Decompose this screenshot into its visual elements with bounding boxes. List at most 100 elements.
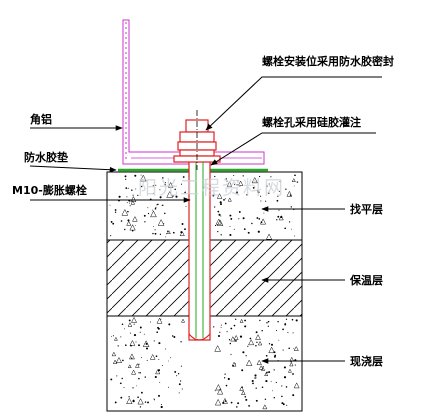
concrete-speck: [137, 396, 139, 399]
concrete-speck: [256, 359, 262, 365]
concrete-speck: [224, 198, 226, 200]
concrete-speck: [145, 342, 148, 345]
concrete-speck: [277, 215, 280, 218]
concrete-speck: [109, 204, 111, 206]
concrete-speck: [286, 190, 293, 197]
concrete-speck: [160, 405, 163, 409]
concrete-speck: [268, 371, 271, 374]
label-sealant-bolt-position: 螺栓安装位采用防水胶密封: [262, 54, 394, 68]
concrete-speck: [129, 339, 136, 346]
concrete-speck: [260, 366, 266, 371]
concrete-speck: [291, 177, 296, 182]
concrete-speck: [223, 199, 225, 201]
concrete-speck: [213, 326, 215, 328]
concrete-speck: [117, 345, 119, 347]
concrete-speck: [288, 221, 291, 223]
concrete-speck: [292, 332, 294, 334]
concrete-speck: [277, 320, 279, 323]
concrete-speck: [112, 222, 115, 225]
label-bolt-hole-silicone: 螺栓孔采用硅胶灌注: [262, 115, 361, 129]
concrete-speck: [255, 334, 261, 340]
concrete-speck: [110, 235, 112, 237]
concrete-speck: [174, 188, 176, 191]
concrete-speck: [275, 329, 278, 332]
concrete-speck: [139, 326, 142, 329]
concrete-speck: [241, 369, 244, 372]
concrete-speck: [138, 344, 140, 347]
concrete-speck: [251, 222, 253, 225]
concrete-speck: [273, 396, 276, 399]
concrete-speck: [215, 383, 222, 391]
concrete-speck: [157, 369, 161, 372]
concrete-speck: [295, 319, 298, 322]
concrete-speck: [292, 394, 295, 397]
concrete-speck: [114, 401, 117, 404]
concrete-speck: [217, 388, 224, 395]
concrete-speck: [257, 340, 263, 346]
concrete-speck: [152, 226, 154, 227]
concrete-speck: [229, 225, 231, 227]
concrete-speck: [134, 174, 137, 177]
concrete-speck: [278, 215, 284, 221]
concrete-speck: [276, 219, 278, 221]
concrete-speck: [294, 174, 296, 177]
concrete-speck: [251, 176, 258, 184]
concrete-speck: [230, 217, 233, 220]
concrete-speck: [127, 210, 129, 213]
concrete-speck: [129, 202, 130, 204]
concrete-speck: [112, 335, 114, 337]
concrete-speck: [255, 331, 258, 334]
concrete-speck: [239, 386, 244, 391]
concrete-speck: [226, 180, 228, 182]
concrete-speck: [265, 200, 267, 202]
concrete-speck: [131, 189, 133, 191]
concrete-speck: [284, 322, 286, 325]
concrete-speck: [294, 235, 296, 237]
concrete-speck: [223, 377, 226, 379]
concrete-speck: [241, 390, 246, 395]
concrete-speck: [131, 316, 138, 323]
concrete-speck: [242, 217, 245, 220]
concrete-speck: [139, 331, 141, 333]
concrete-speck: [115, 356, 123, 364]
concrete-speck: [265, 354, 268, 357]
concrete-speck: [114, 211, 117, 213]
concrete-speck: [289, 361, 294, 367]
concrete-speck: [287, 331, 289, 333]
concrete-speck: [248, 339, 255, 346]
concrete-speck: [237, 180, 244, 186]
concrete-speck: [266, 185, 268, 187]
concrete-speck: [227, 197, 232, 202]
concrete-speck: [216, 193, 223, 199]
concrete-speck: [181, 388, 183, 390]
concrete-speck: [282, 403, 285, 406]
concrete-speck: [158, 342, 161, 345]
concrete-speck: [132, 387, 134, 389]
concrete-speck: [273, 369, 275, 371]
concrete-speck: [141, 391, 143, 394]
concrete-speck: [276, 199, 279, 202]
concrete-speck: [258, 365, 264, 370]
concrete-speck: [278, 209, 280, 211]
concrete-speck: [157, 203, 159, 206]
concrete-speck: [161, 204, 163, 206]
leader-lines: [29, 76, 382, 364]
concrete-speck: [132, 399, 135, 402]
concrete-speck: [220, 215, 222, 217]
concrete-speck: [111, 351, 117, 357]
concrete-speck: [124, 344, 127, 347]
concrete-speck: [163, 222, 165, 224]
concrete-speck: [257, 191, 260, 194]
label-expansion-bolt: M10-膨胀螺栓: [12, 183, 87, 197]
concrete-speck: [232, 364, 235, 367]
concrete-speck: [182, 176, 185, 178]
concrete-speck: [162, 204, 164, 206]
concrete-speck: [126, 220, 132, 226]
concrete-speck: [138, 363, 140, 366]
concrete-speck: [284, 227, 287, 230]
concrete-speck: [233, 324, 236, 327]
concrete-speck: [281, 395, 283, 398]
concrete-speck: [144, 376, 146, 378]
concrete-speck: [226, 181, 233, 187]
concrete-speck: [225, 178, 227, 180]
